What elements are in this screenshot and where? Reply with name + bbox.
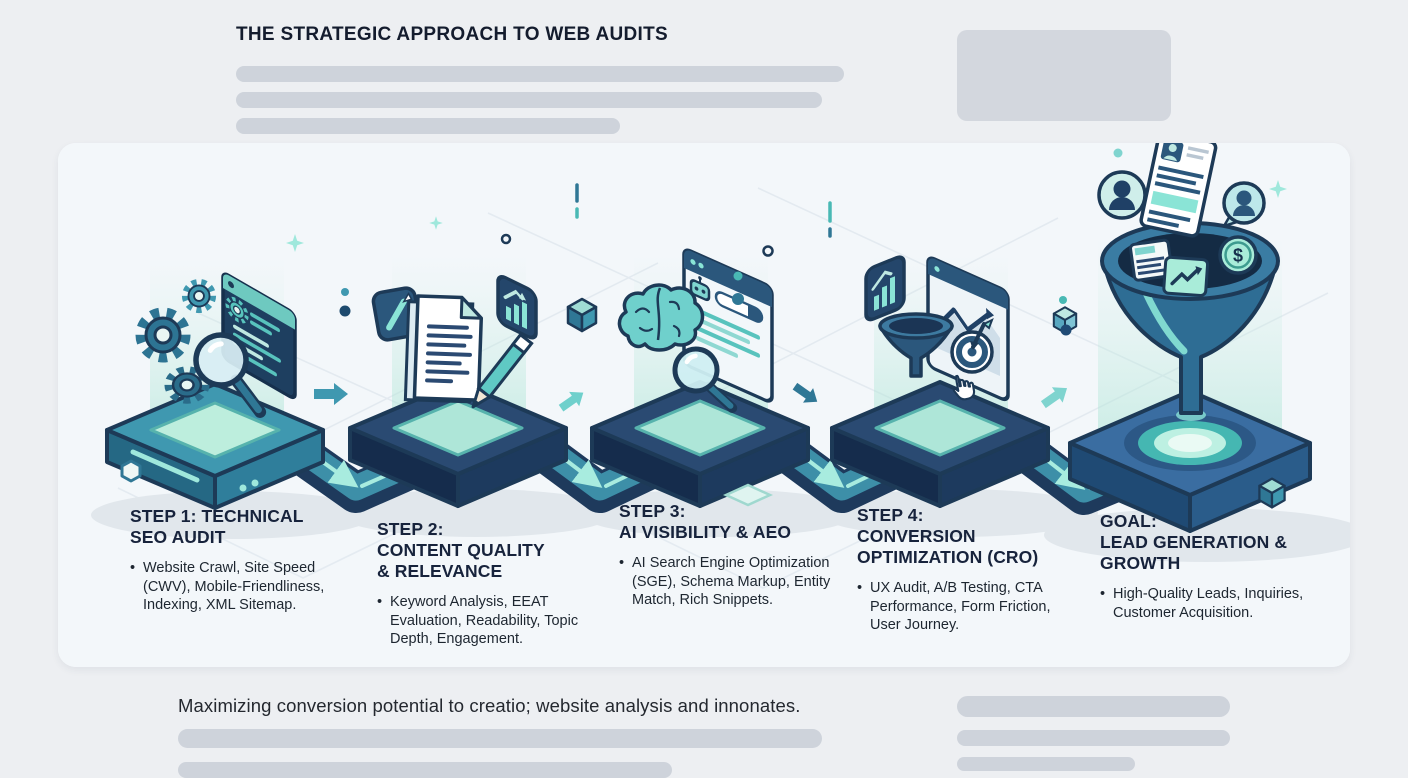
target-icon <box>950 317 994 374</box>
step-1-text: STEP 1: TECHNICAL SEO AUDIT Website Craw… <box>130 506 352 615</box>
step-3-bullet: AI Search Engine Optimization (SGE), Sch… <box>619 554 834 610</box>
list-icon <box>1129 238 1174 282</box>
step-title-line: SEO AUDIT <box>130 527 226 547</box>
growth-chart-icon <box>1162 255 1210 298</box>
cube-icon <box>1258 477 1286 509</box>
step-4-bullet: UX Audit, A/B Testing, CTA Performance, … <box>857 579 1079 635</box>
step-title-line: & RELEVANCE <box>377 561 503 581</box>
step-title-line: GROWTH <box>1100 553 1181 573</box>
step-title-line: STEP 4: <box>857 505 924 525</box>
step-title-line: LEAD GENERATION & <box>1100 532 1288 552</box>
page-title: THE STRATEGIC APPROACH TO WEB AUDITS <box>236 24 668 45</box>
diamond-icon <box>722 483 774 507</box>
goal-text: GOAL: LEAD GENERATION & GROWTH High-Qual… <box>1100 511 1345 622</box>
bar-chart-badge-icon <box>496 275 538 340</box>
platform-step-1 <box>105 382 325 510</box>
step-title-line: AI VISIBILITY & AEO <box>619 522 792 542</box>
step-2-icons <box>371 275 538 409</box>
step-title-line: GOAL: <box>1100 511 1157 531</box>
document-icon <box>403 294 484 404</box>
platform-step-2 <box>348 380 568 508</box>
platform-step-3 <box>590 380 810 508</box>
step-2-bullet: Keyword Analysis, EEAT Evaluation, Reada… <box>377 593 599 649</box>
step-1-title: STEP 1: TECHNICAL SEO AUDIT <box>130 506 352 548</box>
step-1-icons <box>141 272 297 418</box>
step-4-title: STEP 4: CONVERSION OPTIMIZATION (CRO) <box>857 505 1079 568</box>
step-2-text: STEP 2: CONTENT QUALITY & RELEVANCE Keyw… <box>377 519 599 649</box>
step-4-text: STEP 4: CONVERSION OPTIMIZATION (CRO) UX… <box>857 505 1079 635</box>
cube-icon <box>566 297 598 333</box>
dollar-sign: $ <box>1233 246 1243 266</box>
skeleton-bar <box>957 696 1230 717</box>
platform-goal <box>1068 389 1312 533</box>
step-title-line: STEP 2: <box>377 519 444 539</box>
step-1-bullet: Website Crawl, Site Speed (CWV), Mobile-… <box>130 559 352 615</box>
platform-step-4 <box>830 380 1050 508</box>
skeleton-bar <box>957 757 1135 771</box>
pencil-icon <box>471 332 534 409</box>
profile-card-icon <box>1139 143 1218 238</box>
bar-chart-badge-icon <box>864 255 906 322</box>
skeleton-bar <box>178 729 822 748</box>
skeleton-bar <box>178 762 672 778</box>
robot-icon <box>689 276 711 302</box>
step-3-text: STEP 3: AI VISIBILITY & AEO AI Search En… <box>619 501 834 610</box>
skeleton-bar <box>236 92 822 108</box>
magnifier-icon <box>193 332 267 418</box>
step-title-line: CONVERSION <box>857 526 976 546</box>
step-4-icons <box>864 255 1010 402</box>
skeleton-bar <box>957 730 1230 746</box>
funnel-icon <box>878 312 954 378</box>
hand-cursor-icon <box>952 374 976 401</box>
hexagon-icon <box>120 459 142 483</box>
magnifier-icon <box>672 346 738 413</box>
brain-icon <box>617 283 705 352</box>
decorations <box>120 183 1286 509</box>
flow-illustration: $ <box>58 143 1350 667</box>
goal-icons: $ <box>1097 143 1287 421</box>
dash-decor <box>575 183 832 238</box>
infographic-card: $ <box>58 143 1350 667</box>
dollar-coin-icon: $ <box>1218 235 1258 275</box>
skeleton-bar <box>236 118 620 134</box>
goal-bullet: High-Quality Leads, Inquiries, Customer … <box>1100 585 1345 622</box>
bottom-caption: Maximizing conversion potential to creat… <box>178 695 801 716</box>
step-2-title: STEP 2: CONTENT QUALITY & RELEVANCE <box>377 519 599 582</box>
step-title-line: STEP 3: <box>619 501 686 521</box>
platform-shadows <box>91 489 1350 562</box>
user-avatar-icon <box>1097 170 1147 220</box>
goal-title: GOAL: LEAD GENERATION & GROWTH <box>1100 511 1345 574</box>
skeleton-bar <box>236 66 844 82</box>
step-title-line: STEP 1: TECHNICAL <box>130 506 304 526</box>
placeholder-image-box <box>957 30 1171 121</box>
step-3-icons <box>617 248 774 413</box>
user-avatar-icon <box>1222 181 1266 228</box>
step-title-line: CONTENT QUALITY <box>377 540 545 560</box>
step-title-line: OPTIMIZATION (CRO) <box>857 547 1039 567</box>
step-3-title: STEP 3: AI VISIBILITY & AEO <box>619 501 834 543</box>
